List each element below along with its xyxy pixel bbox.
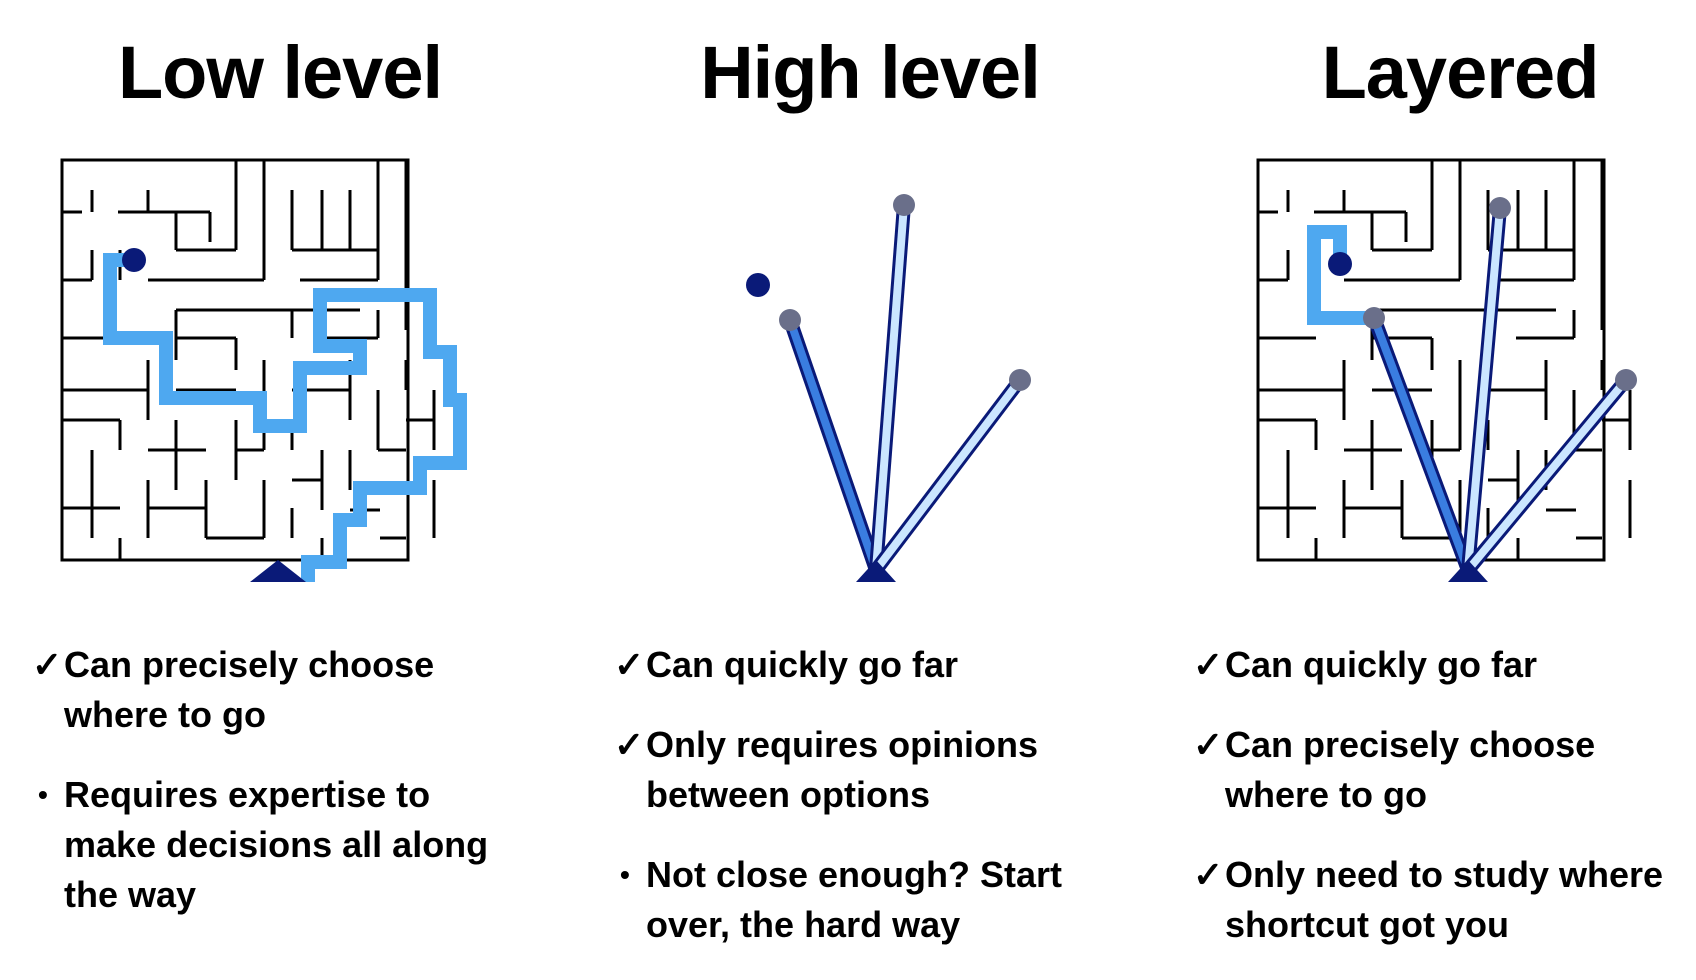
start-marker <box>1448 560 1488 582</box>
layered-item-1: ✓Can precisely choose where to go <box>1193 720 1693 820</box>
goal-marker <box>122 248 146 272</box>
option-endpoint <box>1009 369 1031 391</box>
layered-list: ✓Can quickly go far ✓Can precisely choos… <box>1193 640 1693 980</box>
option-endpoint <box>1363 307 1385 329</box>
option-endpoint <box>893 194 915 216</box>
high-level-shortcut-diagram <box>746 194 1031 582</box>
low-level-list: ✓Can precisely choose where to go •Requi… <box>32 640 502 950</box>
low-level-item-0: ✓Can precisely choose where to go <box>32 640 502 740</box>
goal-marker <box>746 273 770 297</box>
check-icon: ✓ <box>614 644 645 685</box>
layered-item-2: ✓Only need to study where shortcut got y… <box>1193 850 1693 950</box>
maze-walls <box>60 158 436 562</box>
title-layered: Layered <box>1321 31 1600 114</box>
bullet-icon: • <box>38 779 48 810</box>
layered-maze-diagram <box>1256 158 1637 582</box>
check-icon: ✓ <box>1193 854 1224 895</box>
option-endpoint <box>1615 369 1637 391</box>
bullet-icon: • <box>620 859 630 890</box>
title-high-level: High level <box>700 31 1041 114</box>
layered-item-0: ✓Can quickly go far <box>1193 640 1693 690</box>
title-low-level: Low level <box>117 31 443 114</box>
option-endpoint <box>1489 197 1511 219</box>
goal-marker <box>1328 252 1352 276</box>
high-level-list: ✓Can quickly go far ✓Only requires opini… <box>614 640 1134 980</box>
option-endpoint <box>779 309 801 331</box>
high-level-item-1: ✓Only requires opinions between options <box>614 720 1134 820</box>
check-icon: ✓ <box>32 644 63 685</box>
low-level-maze-diagram <box>60 158 467 582</box>
high-level-item-0: ✓Can quickly go far <box>614 640 1134 690</box>
high-level-item-2: •Not close enough? Start over, the hard … <box>614 850 1134 950</box>
check-icon: ✓ <box>1193 644 1224 685</box>
start-marker <box>856 560 896 582</box>
low-level-item-1: •Requires expertise to make decisions al… <box>32 770 502 920</box>
local-path <box>1307 225 1374 325</box>
check-icon: ✓ <box>614 724 645 765</box>
solution-path <box>103 253 467 582</box>
start-marker <box>250 560 306 582</box>
check-icon: ✓ <box>1193 724 1224 765</box>
